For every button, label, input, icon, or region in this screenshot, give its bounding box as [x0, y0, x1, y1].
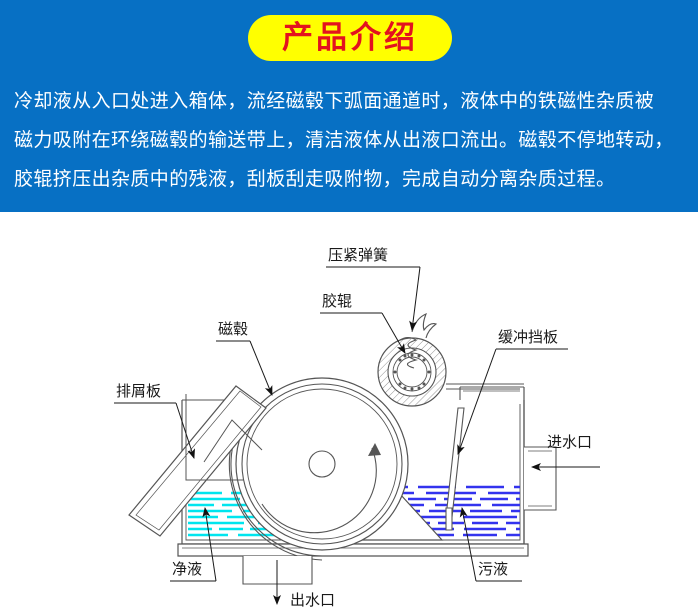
- bearing-balls: [393, 353, 431, 391]
- label-rubber-roller-text: 胶辊: [322, 292, 352, 310]
- label-water-outlet: 出水口: [273, 560, 335, 609]
- label-chip-plate-text: 排屑板: [116, 382, 161, 400]
- label-buffer-baffle: 缓冲挡板: [457, 328, 568, 455]
- intro-line-1: 冷却液从入口处进入箱体，流经磁毂下弧面通道时，液体中的铁磁性杂质被: [14, 90, 655, 112]
- water-inlet-nozzle: [524, 446, 557, 511]
- page-title-pill: 产品介绍: [248, 15, 452, 61]
- rubber-roller: [377, 337, 524, 407]
- label-chip-plate: 排屑板: [114, 382, 196, 459]
- label-buffer-baffle-text: 缓冲挡板: [498, 328, 558, 346]
- label-water-inlet: 进水口: [531, 433, 600, 471]
- label-magnetic-hub-text: 磁毂: [218, 320, 248, 338]
- label-magnetic-hub: 磁毂: [216, 320, 273, 396]
- label-dirty-liquid: 污液: [459, 507, 522, 582]
- intro-paragraph: 冷却液从入口处进入箱体，流经磁毂下弧面通道时，液体中的铁磁性杂质被 磁力吸附在环…: [14, 82, 686, 199]
- pressure-spring: [399, 313, 438, 369]
- intro-line-3: 胶辊挤压出杂质中的残液，刮板刮走吸附物，完成自动分离杂质过程。: [14, 168, 616, 190]
- scraper-blade: [185, 394, 263, 481]
- chip-discharge-plate: [128, 385, 267, 537]
- page-title: 产品介绍: [282, 19, 418, 56]
- magnetic-hub-drum: [235, 377, 409, 551]
- label-water-outlet-text: 出水口: [290, 591, 335, 609]
- label-rubber-roller: 胶辊: [320, 292, 406, 354]
- buffer-baffle-plate: [445, 407, 465, 531]
- hero-banner: 产品介绍 冷却液从入口处进入箱体，流经磁毂下弧面通道时，液体中的铁磁性杂质被 磁…: [0, 0, 698, 212]
- label-dirty-liquid-text: 污液: [478, 560, 508, 578]
- label-water-inlet-text: 进水口: [547, 433, 592, 451]
- label-pressure-spring-text: 压紧弹簧: [328, 246, 388, 264]
- machine-cross-section-diagram: 压紧弹簧 胶辊 磁毂 排屑板: [0, 212, 698, 615]
- label-clean-liquid-text: 净液: [172, 560, 202, 578]
- label-clean-liquid: 净液: [170, 507, 217, 582]
- intro-line-2: 磁力吸附在环绕磁毂的输送带上，清洁液体从出液口流出。磁毂不停地转动，: [14, 129, 674, 151]
- label-pressure-spring: 压紧弹簧: [326, 246, 421, 331]
